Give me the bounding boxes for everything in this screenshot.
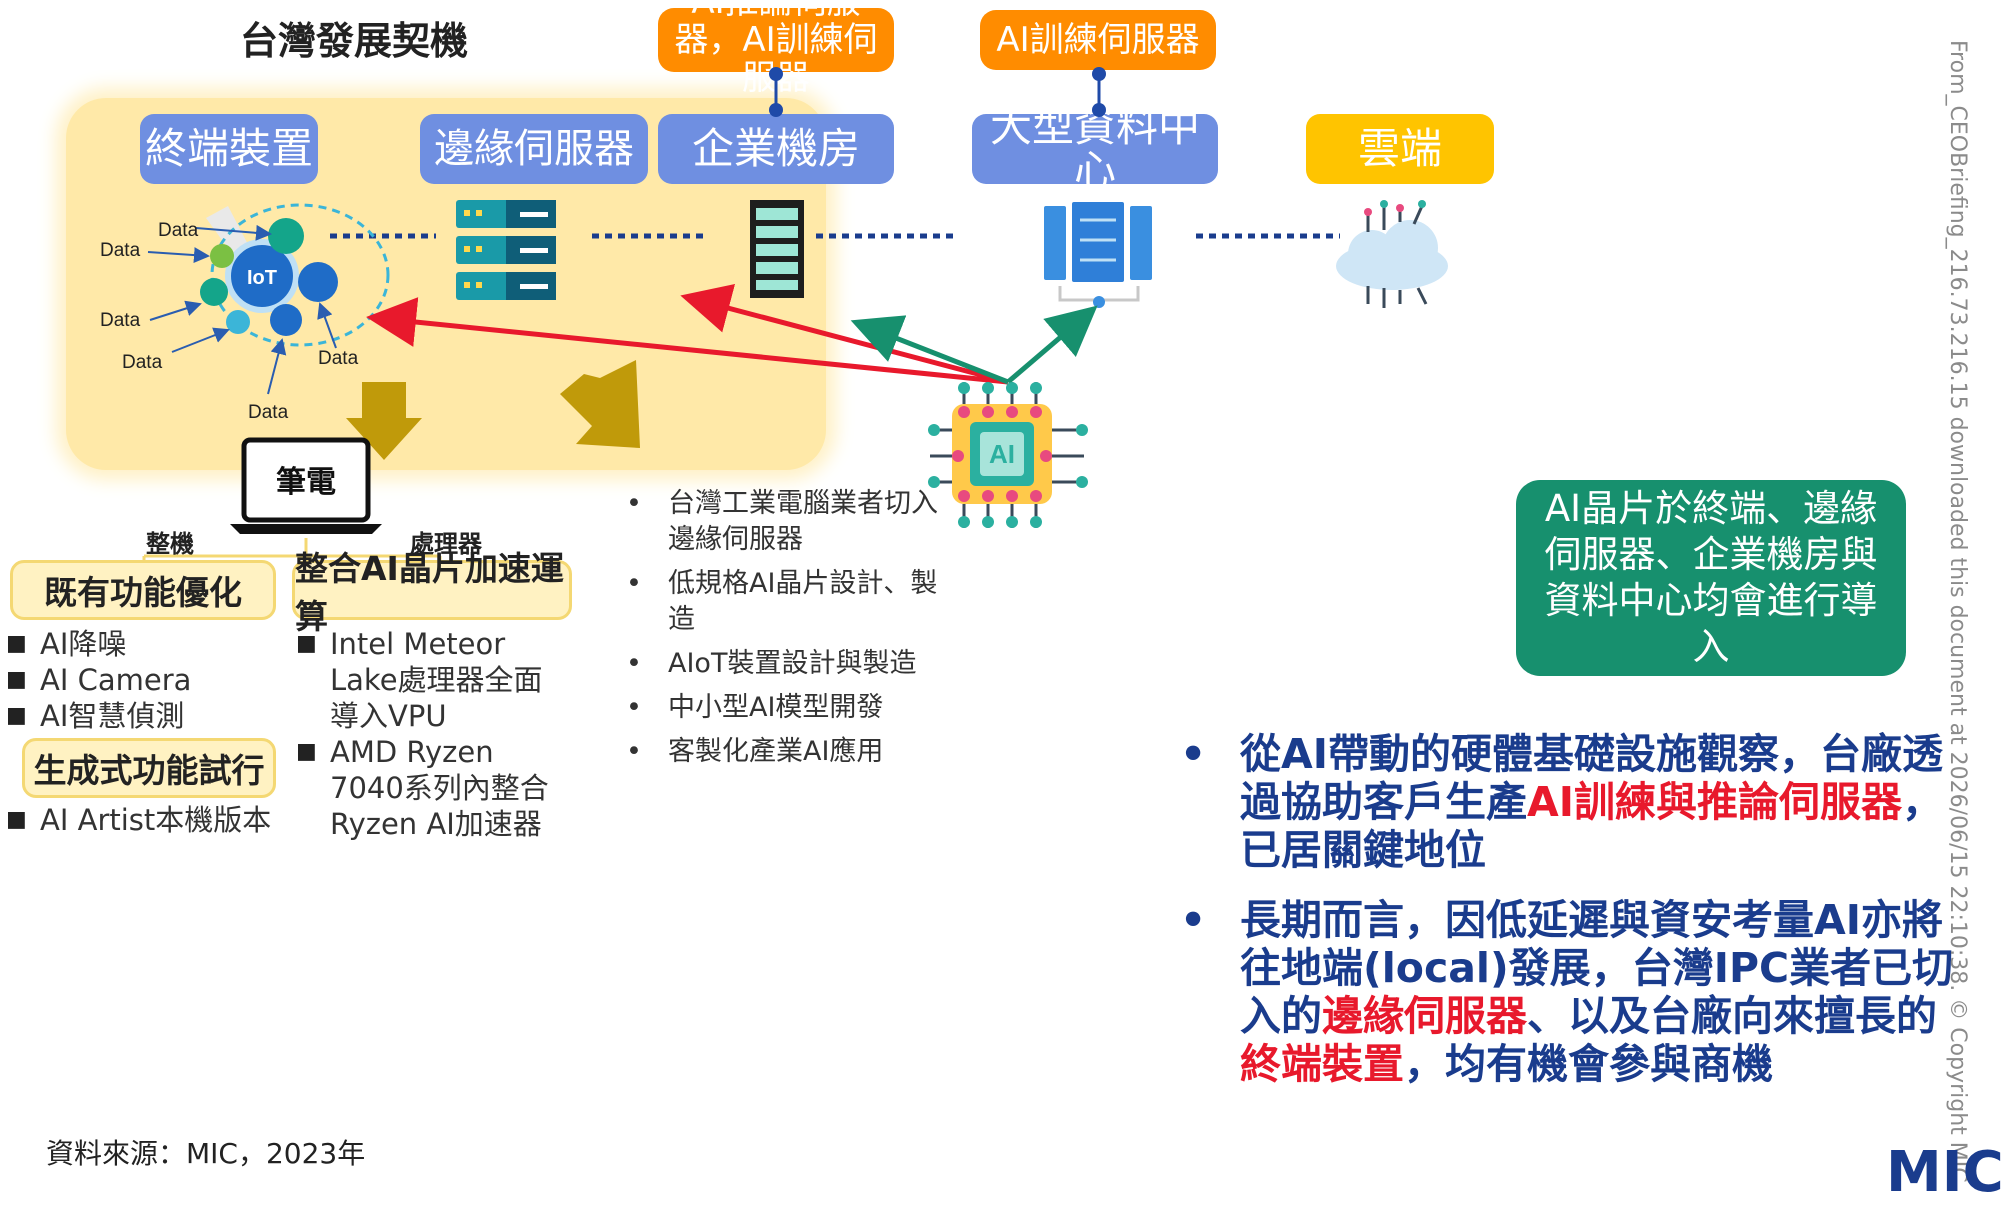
data-label: Data xyxy=(100,310,141,331)
list-item: 低規格AI晶片設計、製造 xyxy=(626,566,946,638)
conclusion-bullet-2: • 長期而言，因低延遲與資安考量AI亦將往地端(local)發展，台灣IPC業者… xyxy=(1180,896,1954,1088)
tier-enterprise-server-room: 企業機房 xyxy=(658,114,894,184)
box-generative-trial: 生成式功能試行 xyxy=(22,738,276,798)
tier-large-data-center: 大型資料中心 xyxy=(972,105,1218,193)
conclusion-bullet-1: • 從AI帶動的硬體基礎設施觀察，台廠透過協助客戶生產AI訓練與推論伺服器，已居… xyxy=(1180,730,1943,874)
arrow-to-data-center xyxy=(1006,305,1098,384)
data-center-icon xyxy=(1044,202,1152,308)
list-item: Intel Meteor Lake處理器全面導入VPU xyxy=(296,626,560,734)
arrow-to-end-device xyxy=(366,297,1009,385)
tier-edge-server: 邊緣伺服器 xyxy=(420,114,648,184)
badge-connector-1 xyxy=(769,67,783,117)
laptop-icon: 筆電 xyxy=(230,437,382,534)
iot-center-label: IoT xyxy=(247,267,277,289)
box-existing-optimization: 既有功能優化 xyxy=(10,560,276,620)
list-item: AI降噪 xyxy=(6,626,266,662)
list-item: AI Artist本機版本 xyxy=(6,802,286,838)
edge-server-icon xyxy=(456,200,556,300)
list-item: 台灣工業電腦業者切入邊緣伺服器 xyxy=(626,486,946,558)
ai-chip-adoption-callout: AI晶片於終端、邊緣伺服器、企業機房與資料中心均會進行導入 xyxy=(1516,480,1906,676)
data-label: Data xyxy=(318,348,359,369)
emphasis-ai-servers: AI訓練與推論伺服器 xyxy=(1527,778,1902,826)
data-label: Data xyxy=(122,352,163,373)
server-rack-icon xyxy=(750,200,804,298)
source-note: 資料來源：MIC，2023年 xyxy=(46,1137,366,1170)
tier-cloud: 雲端 xyxy=(1306,114,1494,184)
list-item: AIoT裝置設計與製造 xyxy=(626,646,946,682)
list-item: AI Camera xyxy=(6,662,266,698)
branch-label-system: 整機 xyxy=(146,530,194,558)
badge-training-server: AI訓練伺服器 xyxy=(980,10,1216,70)
mic-logo: MIC xyxy=(1886,1140,2004,1205)
down-arrow-laptop xyxy=(346,382,422,460)
list-item: AI智慧偵測 xyxy=(6,698,266,734)
list-item: AMD Ryzen 7040系列內整合Ryzen AI加速器 xyxy=(296,734,560,842)
iot-data-arrows xyxy=(147,224,337,395)
laptop-label: 筆電 xyxy=(276,465,336,500)
iot-cluster-icon: IoT xyxy=(200,203,390,347)
arrow-to-enterprise xyxy=(850,315,1009,385)
list-generative-trial: AI Artist本機版本 xyxy=(6,802,286,838)
badge-inference-training-server: AI推論伺服器，AI訓練伺服器 xyxy=(658,0,894,97)
list-item: 客製化產業AI應用 xyxy=(626,734,946,770)
data-label: Data xyxy=(100,240,141,261)
list-existing-optimization: AI降噪 AI Camera AI智慧偵測 xyxy=(6,626,266,734)
opportunity-list: 台灣工業電腦業者切入邊緣伺服器 低規格AI晶片設計、製造 AIoT裝置設計與製造… xyxy=(626,486,946,778)
branch-label-processor: 處理器 xyxy=(410,530,482,558)
box-integrated-ai-chip: 整合AI晶片加速運算 xyxy=(292,549,572,636)
down-arrow-opportunities xyxy=(560,360,640,448)
tier-end-device: 終端裝置 xyxy=(140,114,318,184)
data-label: Data xyxy=(248,402,289,423)
diagram-title: 台灣發展契機 xyxy=(240,19,469,63)
emphasis-edge-server: 邊緣伺服器 xyxy=(1322,992,1527,1040)
list-integrated-ai-chip: Intel Meteor Lake處理器全面導入VPU AMD Ryzen 70… xyxy=(296,626,560,842)
chip-label: AI xyxy=(989,439,1015,469)
download-watermark: From_CEOBriefing_216.73.216.15 downloade… xyxy=(1945,40,1970,1183)
conclusion-bullets: • 從AI帶動的硬體基礎設施觀察，台廠透過協助客戶生產AI訓練與推論伺服器，已居… xyxy=(1180,730,1970,1110)
data-label: Data xyxy=(158,220,199,241)
list-item: 中小型AI模型開發 xyxy=(626,690,946,726)
emphasis-end-device: 終端裝置 xyxy=(1240,1040,1404,1088)
arrow-to-edge-server xyxy=(680,284,1009,385)
badge-connector-2 xyxy=(1092,67,1106,117)
cloud-network-icon xyxy=(1336,200,1448,308)
ai-chip-icon: AI xyxy=(928,382,1088,528)
